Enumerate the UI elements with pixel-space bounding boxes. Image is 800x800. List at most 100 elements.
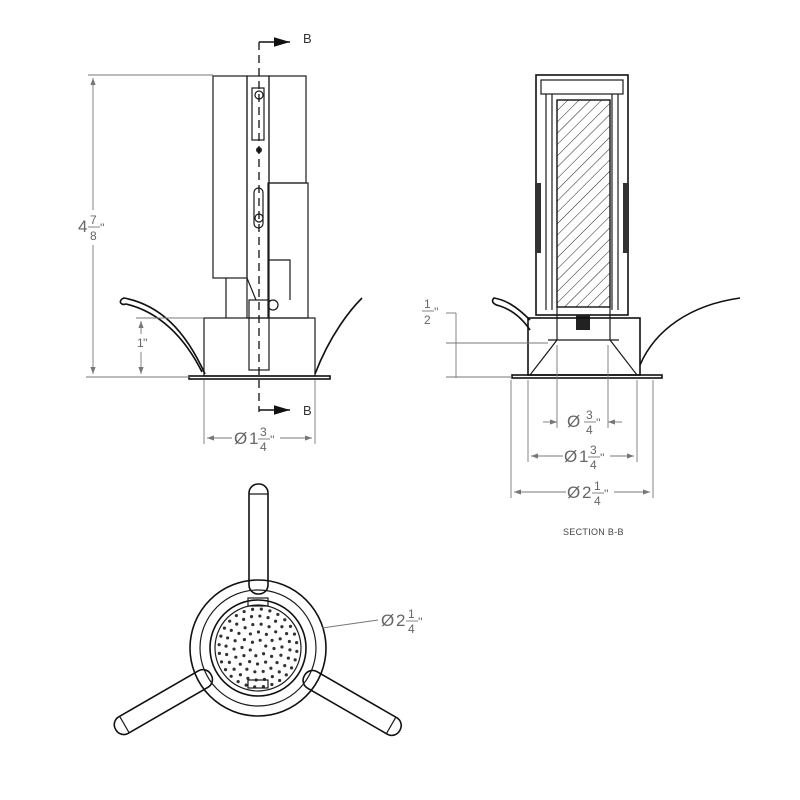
- lens-dot: [286, 656, 290, 660]
- trim-flange: [188, 375, 331, 380]
- lens-dot: [223, 668, 228, 672]
- left-spring: [119, 297, 206, 375]
- lens-dot: [253, 670, 257, 674]
- lens-dot: [232, 647, 236, 651]
- lens-dot: [236, 679, 240, 684]
- lens-dot: [266, 616, 270, 620]
- svg-text:'': '': [596, 416, 601, 430]
- svg-text:'': '': [143, 336, 148, 350]
- svg-text:Ø: Ø: [234, 429, 247, 448]
- svg-text:1: 1: [408, 607, 415, 621]
- driver-box-right-lower: [267, 182, 309, 319]
- lens-dot: [272, 646, 276, 651]
- svg-text:4: 4: [260, 440, 267, 454]
- svg-text:1: 1: [594, 479, 601, 493]
- svg-text:2: 2: [424, 313, 431, 327]
- side-clip-left: [535, 183, 541, 253]
- lens-dot: [277, 670, 281, 674]
- lens-dot: [226, 636, 230, 640]
- lens-dot: [284, 632, 289, 636]
- lens-dot: [292, 632, 297, 636]
- lens-dot: [233, 639, 237, 643]
- lens-dot: [280, 625, 284, 629]
- svg-text:Ø: Ø: [567, 483, 580, 502]
- aperture-diameter-dimension: Ø 3 4 '': [567, 408, 601, 437]
- reflector-cone: [529, 307, 638, 376]
- svg-text:'': '': [434, 305, 439, 319]
- lens-dot: [278, 678, 282, 683]
- lens-dot: [245, 667, 249, 671]
- svg-text:Ø: Ø: [564, 447, 577, 466]
- front-view: B B 4 7 8 '' 1 '' Ø 1 3 4: [78, 31, 363, 454]
- lens-dot: [242, 637, 246, 642]
- lens-dot: [283, 663, 287, 668]
- lens-dot: [288, 648, 292, 652]
- base-height-dimension: 1 '': [137, 336, 148, 350]
- lens-dot: [225, 652, 229, 657]
- lens-dot: [219, 634, 223, 638]
- lens-dot: [261, 669, 265, 674]
- lens-dot: [276, 612, 280, 617]
- section-marker-top: B: [303, 31, 312, 46]
- trim-height-dimension: 1 2 '': [422, 297, 439, 327]
- bottom-diameter-dimension: Ø 2 1 4 '': [381, 607, 423, 636]
- lens-dot: [284, 673, 288, 677]
- lens-dot: [244, 683, 248, 687]
- driver-box-right-upper: [268, 75, 307, 184]
- lens-dot: [274, 630, 278, 634]
- lens-dot: [278, 637, 282, 641]
- front-diameter-dimension: Ø 1 3 4 '': [234, 425, 275, 454]
- trim-outer-diameter-dimension: Ø 2 1 4 '': [567, 479, 609, 508]
- lens-tab-top: [247, 597, 269, 607]
- lens-dot: [240, 645, 244, 650]
- svg-text:4: 4: [594, 494, 601, 508]
- lens-dot: [238, 673, 243, 677]
- lens-dot: [222, 626, 227, 630]
- lens-dot: [234, 613, 238, 618]
- svg-text:3: 3: [586, 408, 593, 422]
- lens-dot: [258, 614, 262, 618]
- lens-dot: [238, 662, 242, 666]
- lens-dot: [250, 607, 255, 611]
- lens-dot: [248, 632, 253, 636]
- lens-dot: [248, 648, 252, 652]
- lens-dot: [259, 607, 263, 611]
- lens-dot: [270, 674, 274, 679]
- bottom-view: Ø 2 1 4 '': [113, 483, 423, 737]
- trim-outer-ring: [189, 579, 327, 717]
- lens-dot: [246, 676, 250, 680]
- lens-dot: [247, 660, 252, 664]
- lens-dot: [295, 640, 299, 645]
- svg-text:8: 8: [90, 229, 97, 243]
- lens-dot: [280, 645, 284, 649]
- section-caption: SECTION B-B: [563, 527, 624, 537]
- lens-dot: [256, 630, 261, 634]
- section-view: 1 2 '' Ø 3 4 '' Ø 1 3 4 '': [422, 74, 741, 537]
- lens-dot: [254, 654, 258, 658]
- svg-text:'': '': [418, 615, 423, 629]
- lens-dot: [217, 651, 221, 656]
- svg-text:'': '': [600, 451, 605, 465]
- lens-dot: [258, 638, 262, 642]
- section-right-spring: [639, 297, 741, 366]
- svg-text:'': '': [100, 221, 105, 235]
- right-spring: [314, 297, 363, 375]
- lens-tab-bottom: [247, 679, 269, 689]
- lens-dot: [264, 644, 268, 648]
- lens-dot: [234, 655, 238, 659]
- lens-dot-pattern: [217, 607, 299, 689]
- svg-text:3: 3: [590, 443, 597, 457]
- svg-text:Ø: Ø: [567, 412, 580, 431]
- svg-text:4: 4: [586, 423, 593, 437]
- svg-text:1: 1: [249, 429, 258, 448]
- lens-dot: [269, 666, 273, 670]
- lens-dot: [243, 626, 247, 630]
- svg-text:1: 1: [424, 297, 431, 311]
- svg-text:4: 4: [408, 622, 415, 636]
- lens-dot: [263, 660, 268, 664]
- driver-box-left: [212, 75, 248, 279]
- lens-dot: [293, 658, 297, 662]
- top-spring-arm: [248, 483, 269, 595]
- lens-dot: [268, 609, 272, 613]
- lens-ring: [209, 599, 307, 697]
